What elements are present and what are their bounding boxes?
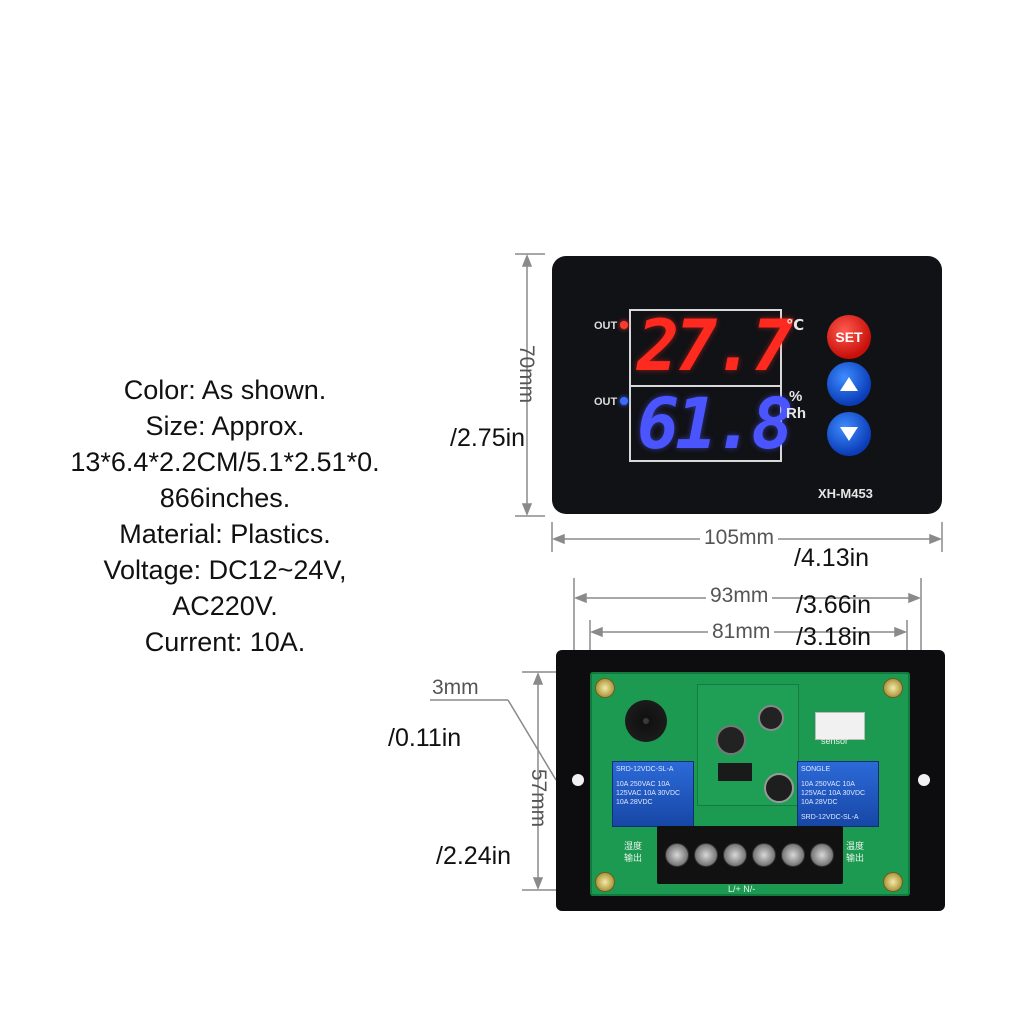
spec-text-block: Color: As shown. Size: Approx. 13*6.4*2.… [30,372,420,660]
out-led-red [620,321,628,329]
screw-icon [883,872,903,892]
terminal-screw-icon [694,843,718,867]
humidity-output-label: 湿度 输出 [624,841,643,863]
back-inner-in-label: /3.18in [796,623,872,651]
spec-line: Material: Plastics. [119,519,331,549]
screw-icon [883,678,903,698]
relay-right-model: SRD-12VDC-SL-A [801,814,859,821]
mounting-hole-right [918,774,930,786]
screw-icon [595,872,615,892]
rh-unit: Rh [786,405,806,422]
sensor-connector [815,712,865,740]
mounting-hole-left [572,774,584,786]
set-button[interactable]: SET [827,315,871,359]
spec-line: 13*6.4*2.2CM/5.1*2.51*0. [70,447,380,477]
spec-line: AC220V. [172,591,278,621]
terminal-screw-icon [810,843,834,867]
out-label-top: OUT [594,320,618,332]
back-margin-mm-label: 3mm [432,676,479,699]
front-width-in-label: /4.13in [794,544,870,572]
terminal-screw-icon [781,843,805,867]
terminal-label: L/+ N/- [728,884,756,894]
spec-line: Voltage: DC12~24V, [103,555,347,585]
back-outer-mm-label: 93mm [706,584,773,608]
spec-line: Color: As shown. [123,375,327,405]
back-height-mm-label: 57mm [527,768,550,828]
relay-right-rating: 10A 250VAC 10A 125VAC 10A 30VDC 10A 28VD… [801,781,866,806]
back-inner-mm-label: 81mm [708,620,775,644]
relay-left-model: SRD-12VDC-SL-A [616,766,674,773]
front-width-mm-label: 105mm [700,526,779,550]
percent-unit: % [789,388,803,405]
sensor-label: sensor [821,736,849,746]
humidity-readout: 61.8 [637,383,794,465]
front-height-in-label: /2.75in [450,424,526,452]
temperature-output-label: 温度 输出 [846,841,865,863]
relay-right-brand: SONGLE [801,766,831,773]
daughter-board [697,684,799,806]
back-margin-in-label: /0.11in [388,724,462,752]
spec-line: 866inches. [159,483,291,513]
relay-right: SONGLE 10A 250VAC 10A 125VAC 10A 30VDC 1… [797,761,879,827]
triangle-up-icon [840,377,858,391]
back-outer-in-label: /3.66in [796,591,872,619]
model-label: XH-M453 [818,486,873,501]
display-window [629,309,782,462]
terminal-screw-icon [752,843,776,867]
temperature-readout: 27.7 [637,305,794,387]
buzzer [625,700,667,742]
triangle-down-icon [840,427,858,441]
relay-left: SRD-12VDC-SL-A 10A 250VAC 10A 125VAC 10A… [612,761,694,827]
celsius-unit: ℃ [786,317,805,334]
front-height-mm-label: 70mm [515,344,538,404]
out-led-blue [620,397,628,405]
spec-line: Size: Approx. [145,411,305,441]
terminal-block [657,826,843,884]
terminal-screw-icon [665,843,689,867]
down-button[interactable] [827,412,871,456]
terminal-screw-icon [723,843,747,867]
back-height-in-label: /2.24in [436,842,512,870]
screw-icon [595,678,615,698]
relay-left-rating: 10A 250VAC 10A 125VAC 10A 30VDC 10A 28VD… [616,781,681,806]
spec-line: Current: 10A. [144,627,306,657]
up-button[interactable] [827,362,871,406]
out-label-bottom: OUT [594,396,618,408]
